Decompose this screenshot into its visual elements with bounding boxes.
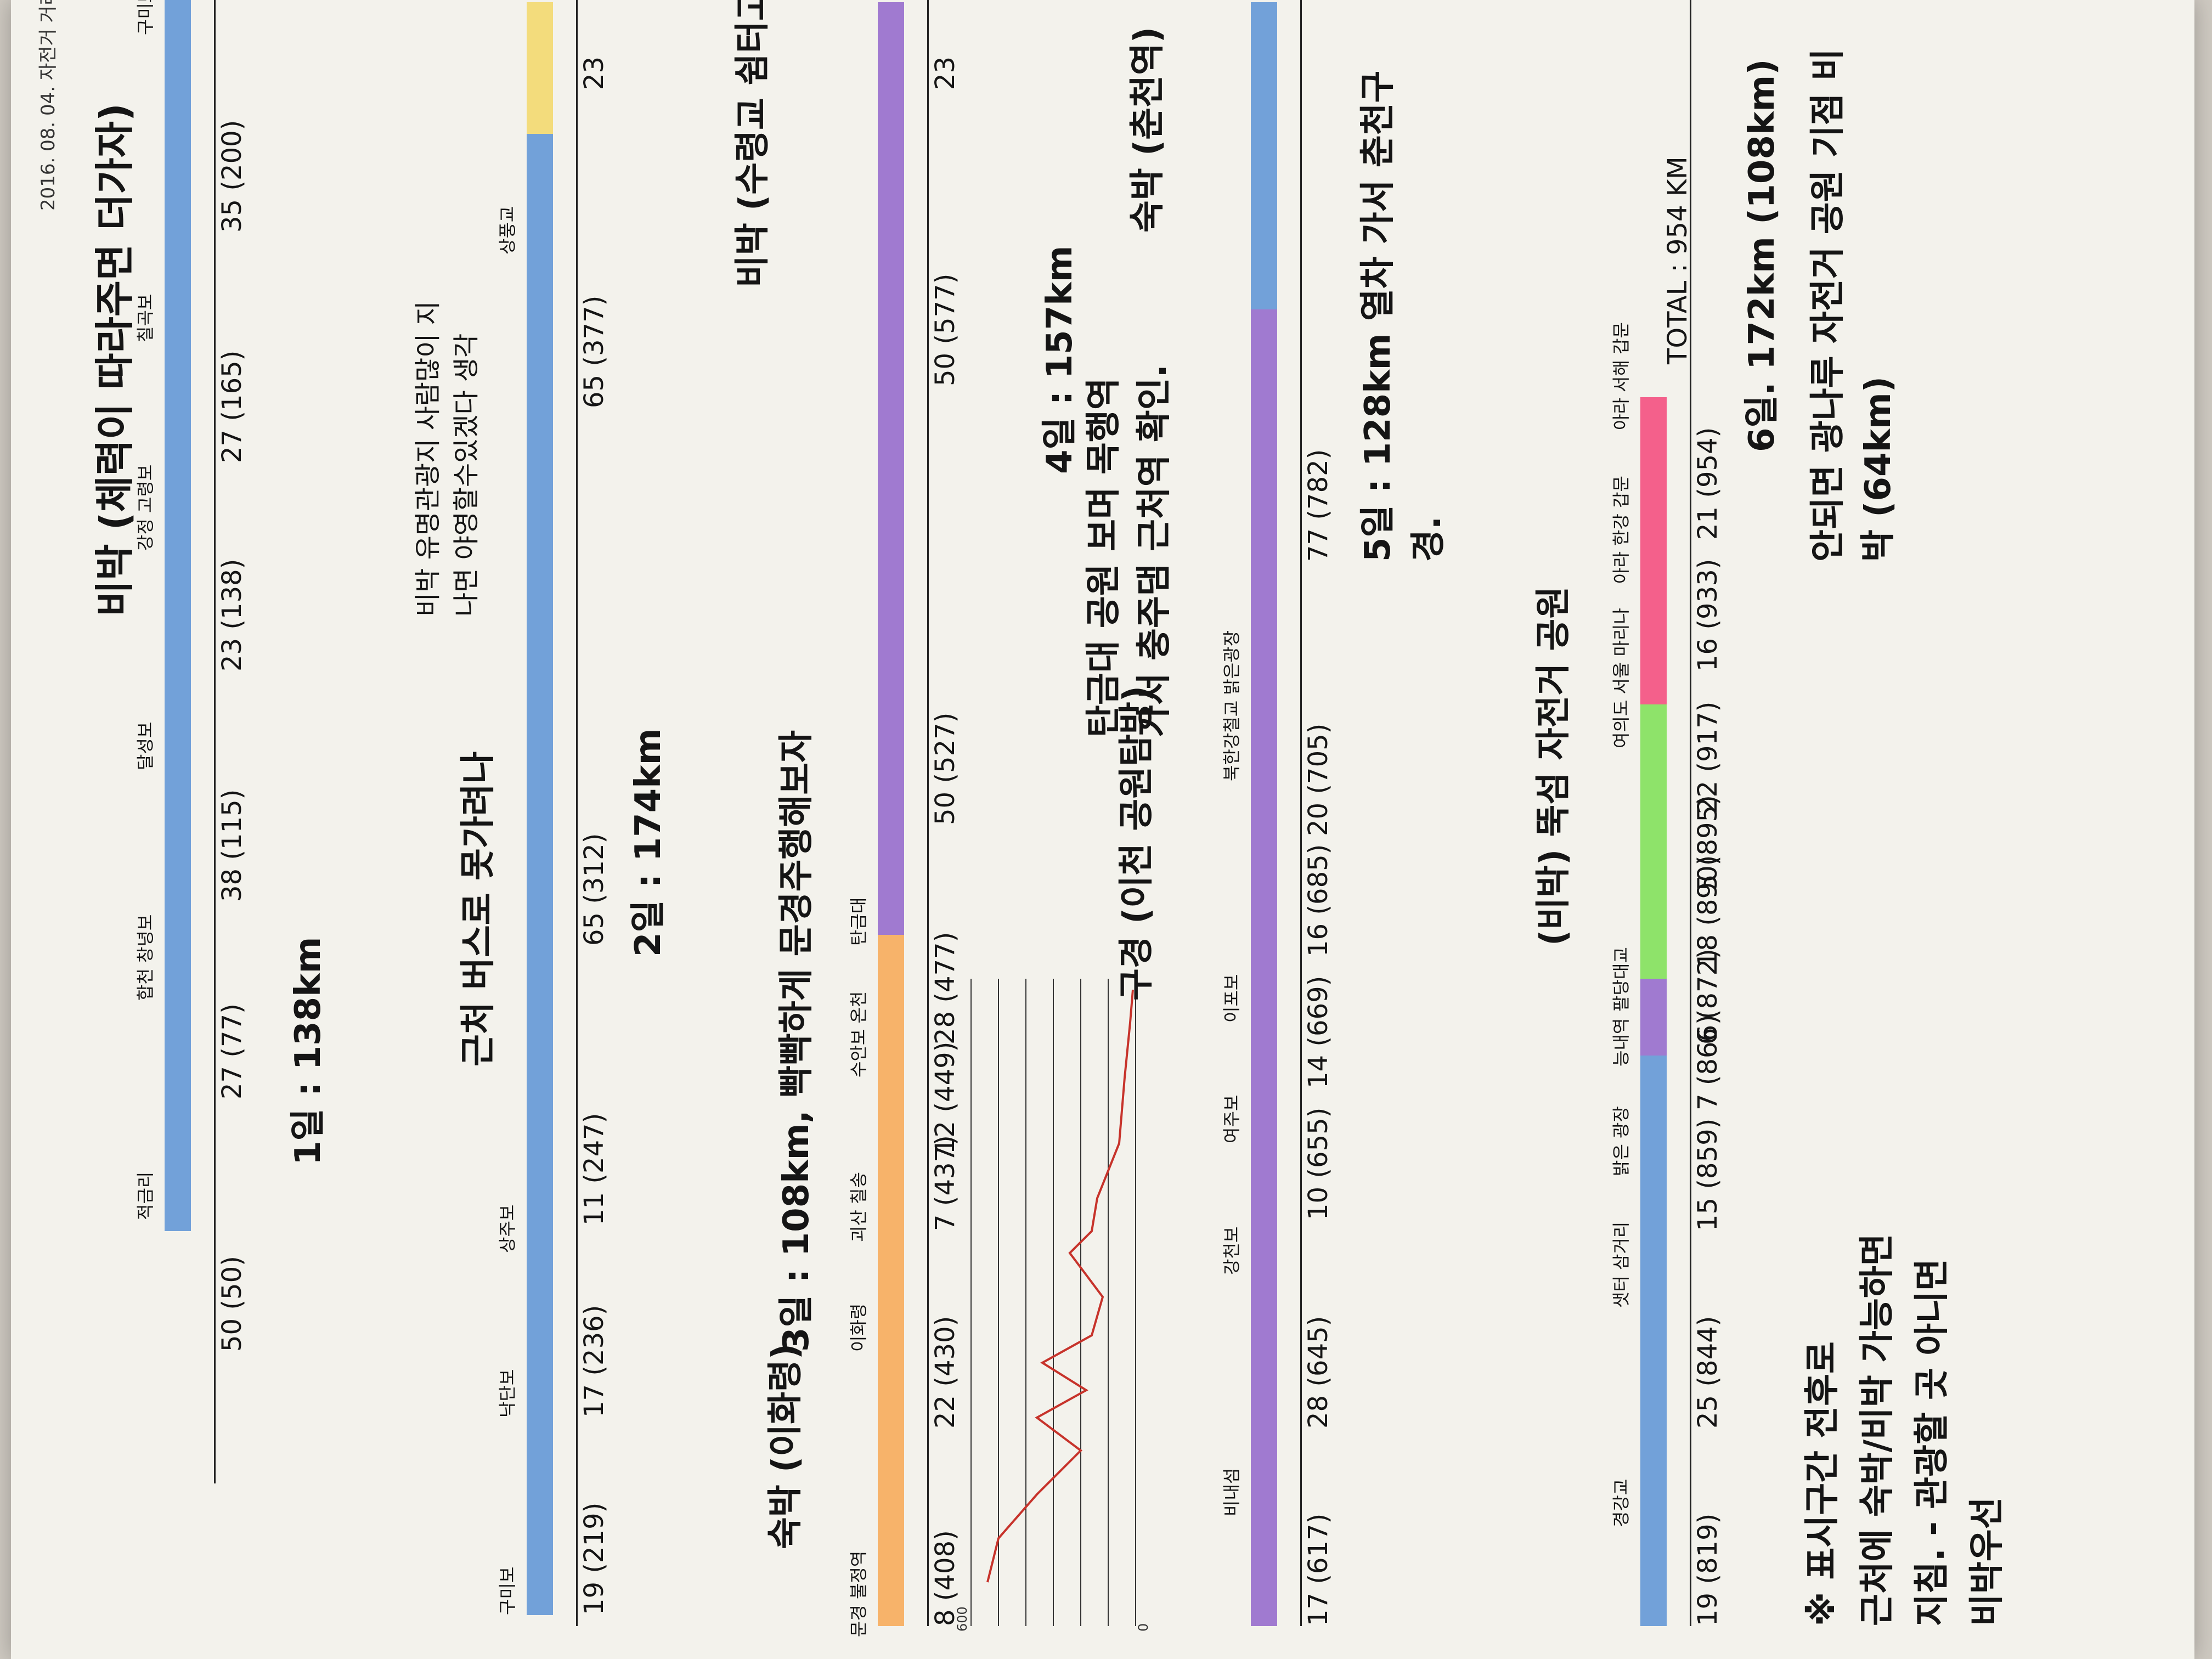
day3-seg-6: 50 (527) [930,713,961,825]
day4-place-5: 북한강철교 밝은광장 [1218,630,1243,781]
day6-bar-pink [1640,397,1667,704]
elevation-line [988,990,1133,1582]
day3-axis [927,0,929,1626]
day5-title: 5일 : 128km 열차 가서 춘천구경. [1350,68,1451,562]
day6-seg-3: 15 (859) [1692,1119,1723,1231]
day2-seg-3: 11 (247) [579,1113,610,1226]
day6-place-5: 팔당대교 [1607,947,1633,1012]
day6-place-2: 샛터 삼거리 [1607,1222,1633,1308]
day2-axis [576,0,578,1626]
elevation-chart: 600 0 [955,979,1163,1626]
day2-seg-5: 65 (377) [579,296,610,408]
day6-place-8: 아라 서해 갑문 [1607,322,1633,430]
day4-place-4: 이포보 [1218,974,1243,1023]
day4-seg-1: 17 (617) [1303,1514,1334,1626]
day1-place-1: 적금리 [132,1172,157,1220]
day1-seg-3: 38 (115) [217,789,247,902]
day1-seg-4: 23 (138) [217,559,247,672]
day3-place-5: 탄금대 [845,898,870,946]
day6-place-1: 경강교 [1607,1479,1633,1527]
day4-bar [1251,309,1277,1626]
day4-note-2: 구경 (이천 공원탐방) [1108,686,1159,1001]
day6-bivouac: (비박) 뚝섬 자전거 공원 [1525,586,1576,946]
day2-place-1: 구미보 [494,1567,519,1615]
day6-seg-10: 21 (954) [1692,427,1723,540]
day3-bar-purple [878,2,904,935]
footer-line-3: 지침. - 관광할 곳 아니면 [1904,1259,1954,1626]
day4-place-2: 강천보 [1218,1227,1243,1275]
day1-seg-2: 27 (77) [217,1003,247,1099]
elev-tick-0: 0 [1136,1623,1151,1632]
day4-place-3: 여주보 [1218,1095,1243,1143]
day2-seg-2: 17 (236) [579,1305,610,1418]
day6-seg-2: 25 (844) [1692,1316,1723,1429]
day1-title: 1일 : 138km [280,937,330,1165]
day6-bar-purple [1640,979,1667,1056]
day4-seg-2: 28 (645) [1303,1316,1334,1429]
day6-seg-1: 19 (819) [1692,1514,1723,1626]
day4-bar-blue [1251,2,1277,309]
day1-seg-5: 27 (165) [217,351,247,463]
day6-place-7: 아라 한강 갑문 [1607,476,1633,584]
day4-note-1: 탄금대 공원 보며 목행역 가서 충주댐 근처역 확인. [1075,353,1176,737]
elev-tick-600: 600 [955,1606,970,1632]
day3-bar-orange [878,935,904,1626]
day3-place-2: 이화령 [845,1304,870,1352]
footer-line-2: 근처에 숙박/비박 가능하면 [1849,1233,1899,1626]
day3-title: 3일 : 108km, 빡빡하게 문경주행해보자 [768,730,819,1352]
day6-bullet-2: 안되면 광나루 자전거 공원 기점 비박 (64km) [1799,24,1900,562]
day1-place-3: 달성보 [132,722,157,770]
day1-axis [214,0,216,1483]
day2-seg-1: 19 (219) [579,1503,610,1615]
day4-seg-4: 14 (669) [1303,976,1334,1088]
day3-place-1: 문경 불정역 [845,1551,870,1637]
footer-line-4: 비박우선 [1959,1497,2009,1626]
day2-place-3: 상주보 [494,1205,519,1253]
day4-title: 4일 : 157km [1031,246,1082,474]
day2-place-2: 낙단보 [494,1369,519,1418]
day5-stay: 숙박 (춘천역) [1119,27,1170,233]
day1-place-2: 합천 창녕보 [132,915,157,1001]
day4-seg-5: 16 (685) [1303,844,1334,957]
day6-place-3: 밝은 광장 [1607,1106,1633,1176]
day2-note-2: 비박 유명관광지 사람많이 지나면 야영할수있겠다 생각 [406,287,483,617]
day1-seg-1: 50 (50) [217,1256,247,1352]
day2-note-1: 근처 버스로 못가려나 [450,752,500,1066]
day2-title: 2일 : 174km [620,729,670,957]
day6-bar-blue [1640,1056,1667,1626]
date-line: 2016. 08. 04. 자전거 거리 [33,0,60,211]
day6-place-6: 여의도 서울 마리나 [1607,608,1633,748]
day1-place-6: 구미보 [132,0,157,35]
day3-seg-7: 50 (577) [930,274,961,386]
day2-seg-6: 23 [579,57,610,90]
day3-seg-8: 23 [930,57,961,90]
day6-seg-8: 22 (917) [1692,702,1723,814]
day1-seg-6: 35 (200) [217,120,247,233]
day6-seg-9: 16 (933) [1692,559,1723,672]
day4-axis [1300,0,1302,1626]
day2-seg-4: 65 (312) [579,833,610,946]
day3-bivouac: 비박 (수령교 쉼터고) [724,0,775,287]
day2-bar [527,24,553,1615]
day4-seg-7: 77 (782) [1303,449,1334,562]
day6-place-4: 능내역 [1607,1018,1633,1066]
footer-line-1: ※ 표시구간 전후로 [1794,1341,1844,1626]
day6-bullet-1: 6일. 172km (108km) [1734,59,1784,452]
day3-stay: 숙박 (이화령) [757,1344,808,1549]
day4-place-1: 비내섬 [1218,1468,1243,1516]
day4-seg-6: 20 (705) [1303,724,1334,836]
day6-total: TOTAL : 954 KM [1662,156,1693,364]
elevation-svg [955,979,1163,1626]
day2-bar-end [527,2,553,134]
day3-place-3: 괴산 칠송 [845,1172,870,1242]
day1-note: 비박 (체력이 따라주면 더가자) [82,103,140,617]
day6-bar-green [1640,704,1667,979]
day4-seg-3: 10 (655) [1303,1108,1334,1220]
day3-place-4: 수안보 온천 [845,991,870,1077]
day2-place-4: 상풍교 [494,206,519,255]
day1-bar [165,0,191,1231]
